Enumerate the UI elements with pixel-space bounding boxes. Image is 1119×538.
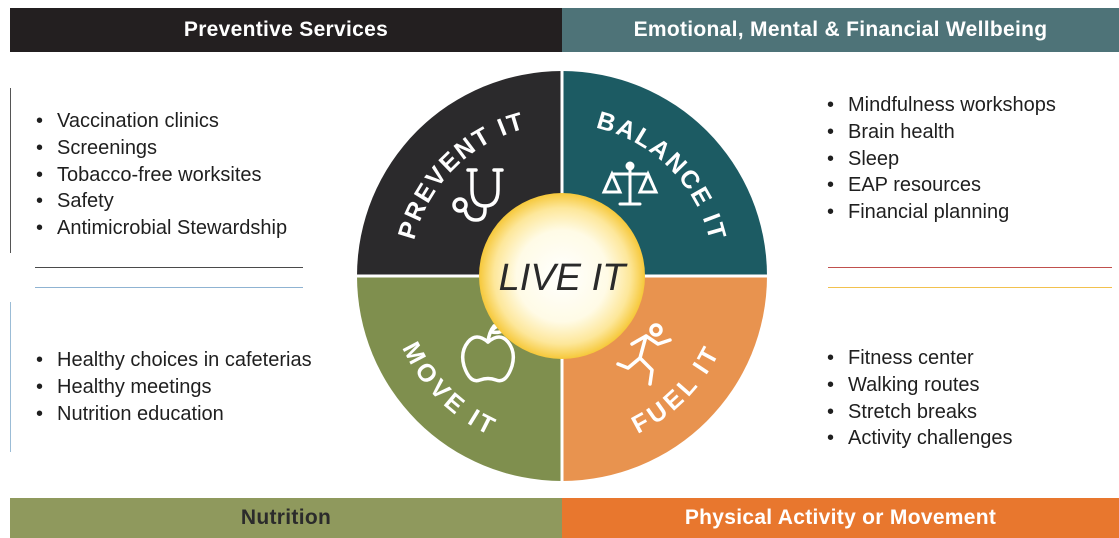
stethoscope-icon (452, 168, 504, 222)
nutrition-banner: Nutrition (10, 498, 562, 538)
emotional-wellbeing-title: Emotional, Mental & Financial Wellbeing (633, 18, 1048, 41)
list-item: Healthy meetings (36, 374, 312, 401)
list-item: Fitness center (827, 345, 1013, 372)
list-item: Tobacco-free worksites (36, 162, 287, 189)
physical-activity-banner: Physical Activity or Movement (562, 498, 1119, 538)
preventive-services-list: Vaccination clinics Screenings Tobacco-f… (36, 108, 287, 242)
preventive-services-banner: Preventive Services (10, 8, 562, 52)
left-divider-blue (35, 287, 303, 288)
nutrition-title: Nutrition (240, 506, 332, 529)
list-item: EAP resources (827, 172, 1056, 199)
list-item: Nutrition education (36, 401, 312, 428)
list-item: Financial planning (827, 199, 1056, 226)
list-item: Vaccination clinics (36, 108, 287, 135)
left-upper-vertical-line (10, 88, 11, 253)
list-item: Sleep (827, 146, 1056, 173)
list-item: Walking routes (827, 372, 1013, 399)
live-it-label: LIVE IT (499, 257, 628, 299)
list-item: Mindfulness workshops (827, 92, 1056, 119)
physical-activity-list: Fitness center Walking routes Stretch br… (827, 345, 1013, 452)
emotional-wellbeing-list: Mindfulness workshops Brain health Sleep… (827, 92, 1056, 226)
list-item: Brain health (827, 119, 1056, 146)
list-item: Healthy choices in cafeterias (36, 347, 312, 374)
scales-icon (601, 161, 659, 206)
list-item: Antimicrobial Stewardship (36, 215, 287, 242)
list-item: Safety (36, 188, 287, 215)
runner-icon (616, 323, 672, 386)
preventive-services-title: Preventive Services (183, 18, 389, 41)
list-item: Stretch breaks (827, 399, 1013, 426)
list-item: Screenings (36, 135, 287, 162)
nutrition-list: Healthy choices in cafeterias Healthy me… (36, 347, 312, 427)
left-lower-vertical-line (10, 302, 11, 452)
physical-activity-title: Physical Activity or Movement (684, 506, 997, 529)
right-divider-yellow (828, 287, 1112, 288)
list-item: Activity challenges (827, 425, 1013, 452)
live-it-center (479, 193, 645, 359)
left-divider-dark (35, 267, 303, 268)
emotional-wellbeing-banner: Emotional, Mental & Financial Wellbeing (562, 8, 1119, 52)
right-divider-red (828, 267, 1112, 268)
